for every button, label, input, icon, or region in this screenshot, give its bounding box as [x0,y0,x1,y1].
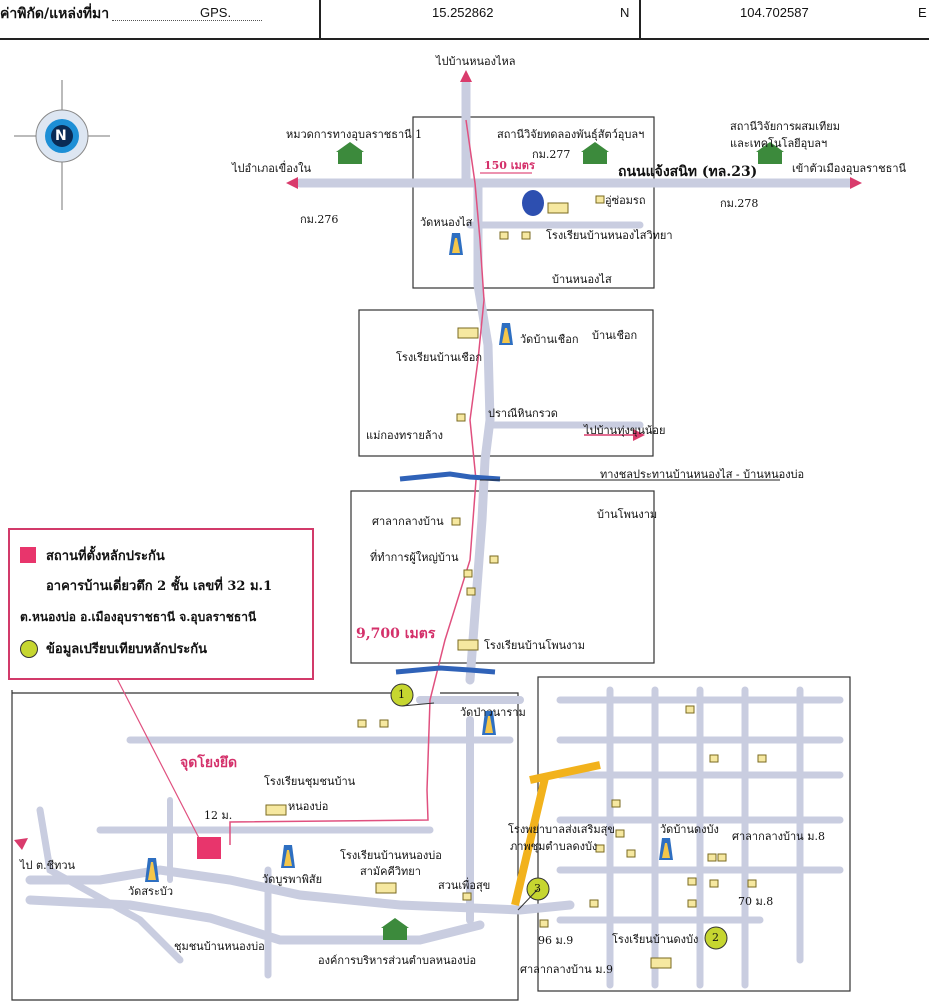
label-distance-12: 12 ม. [204,809,233,822]
chueak-box [358,309,654,457]
dong-bang-box [537,676,851,992]
arrow-left [14,838,28,850]
label-km278: กม.278 [720,197,759,210]
compare-circle-icon [20,640,38,658]
compass-letter: N [55,128,67,144]
label-sand-shop: แม่กองทรายล้าง [366,429,444,442]
label-pranee: ปราณีหินกรวด [488,407,558,420]
circle-label-1: 1 [398,688,405,701]
label-school-nong-bo-1: โรงเรียนบ้านหนองบ่อ [340,849,442,862]
label-ban-pho-ngam: บ้านโพนงาม [597,508,658,521]
label-hospital-1: โรงพยาบาลส่งเสริมสุข [508,823,615,836]
label-repair-shop: อู่ซ่อมรถ [605,194,646,207]
label-research-station: สถานีวิจัยทดลองพันธุ์สัตว์อุบลฯ [497,128,645,141]
label-tao-nong-bo: องค์การบริหารส่วนตำบลหนองบ่อ [318,954,477,967]
river [395,665,496,675]
label-school-nong-bo-2: สามัคคีวิทยา [360,865,421,878]
label-agri-station-1: สถานีวิจัยการผสมเทียม [730,120,840,133]
label-hospital-2: ภาพชุมตำบลดงบัง [510,840,598,853]
label-school-dong-bang: โรงเรียนบ้านดงบัง [612,933,699,946]
label-wat-dong-bang: วัดบ้านดงบัง [660,823,719,836]
pho-ngam-box [350,490,655,664]
nong-bo-box [11,690,519,1001]
gps-label: GPS. [200,5,232,20]
label-to-thung-khun: ไปบ้านทุ่งขุนน้อย [584,424,666,437]
collateral-square-icon [20,547,36,563]
coord-source-label: ค่าพิกัด/แหล่งที่มา [0,6,110,22]
label-school-chueak: โรงเรียนบ้านเชือก [396,351,482,364]
label-school-community-2: หนองบ่อ [288,800,329,813]
label-sala-pho: ศาลากลางบ้าน [372,515,444,528]
dotted-line [112,20,262,21]
label-headman-office: ที่ทำการผู้ใหญ่บ้าน [370,551,459,564]
label-school-nong-sai: โรงเรียนบ้านหนองไสวิทยา [546,229,673,242]
arrow-right [633,429,645,441]
arrow-up [460,70,472,82]
river [399,471,501,482]
circle-label-2: 2 [712,931,719,944]
label-reference-point: จุดโยงยึด [180,755,238,771]
label-sala-m9: ศาลากลางบ้าน ม.9 [520,963,613,976]
label-agri-station-2: และเทคโนโลยีอุบลฯ [730,137,828,150]
label-wat-nong-sai: วัดหนองไส [420,216,473,229]
divider [319,0,321,38]
legend-title: สถานที่ตั้งหลักประกัน [46,549,165,564]
route-line [229,119,485,845]
label-to-city: เข้าตัวเมืองอุบลราชธานี [792,162,907,175]
compass-icon [14,80,110,210]
label-to-nong-lai: ไปบ้านหนองไหล [436,55,516,68]
legend-compare: ข้อมูลเปรียบเทียบหลักประกัน [46,642,208,657]
landmark-oval [522,190,544,216]
label-house-96: 96 ม.9 [538,934,574,947]
legend-box: สถานที่ตั้งหลักประกัน อาคารบ้านเดี่ยวตึก… [8,528,314,680]
latitude-dir: N [620,5,630,20]
label-ban-chueak: บ้านเชือก [592,329,638,342]
label-canal: ทางชลประทานบ้านหนองไส - บ้านหนองบ่อ [600,468,805,481]
legend-line1: อาคารบ้านเดี่ยวตึก 2 ชั้น เลขที่ 32 ม.1 [46,579,273,594]
legend-pointer [109,664,201,841]
arrow-right [850,177,862,189]
divider [639,0,641,38]
label-wat-pa-wanaram: วัดป่าวนาราม [460,706,526,719]
label-highway-office: หมวดการทางอุบลราชธานี 1 [286,128,423,141]
label-to-chiwan: ไป ต.ชีทวน [20,859,76,872]
legend-line2: ต.หนองบ่อ อ.เมืองอุบราชธานี จ.อุบลราชธาน… [20,610,257,624]
label-sala-m8: ศาลากลางบ้าน ม.8 [732,830,825,843]
label-wat-burapha: วัดบูรพาพิสัย [262,873,323,886]
label-distance-150: 150 เมตร [484,159,535,172]
label-wat-ban-chueak: วัดบ้านเชือก [520,333,579,346]
highway-yellow [511,761,601,906]
label-wat-sa-bua: วัดสระบัว [128,885,174,898]
label-suan-phuea-suk: สวนเพื่อสุข [438,879,491,892]
circle-label-3: 3 [534,882,541,895]
label-school-community-1: โรงเรียนชุมชนบ้าน [264,775,356,788]
longitude-value: 104.702587 [740,5,809,20]
label-to-khueang-nai: ไปอำเภอเขื่องใน [232,162,312,175]
collateral-marker [197,837,221,859]
arrow-left [286,177,298,189]
label-ban-nong-sai: บ้านหนองไส [552,273,612,286]
longitude-dir: E [918,5,927,20]
label-km277: กม.277 [532,148,571,161]
latitude-value: 15.252862 [432,5,494,20]
nong-sai-box [412,116,655,289]
label-km276: กม.276 [300,213,339,226]
label-distance-9700: 9,700 เมตร [356,626,436,642]
label-road-name: ถนนแจ้งสนิท (ทล.23) [618,164,758,180]
label-community-nong-bo: ชุมชนบ้านหนองบ่อ [174,940,265,953]
label-school-pho-ngam: โรงเรียนบ้านโพนงาม [484,639,585,652]
coordinate-header: ค่าพิกัด/แหล่งที่มา GPS. 15.252862 N 104… [0,0,929,40]
label-house-70: 70 ม.8 [738,895,774,908]
